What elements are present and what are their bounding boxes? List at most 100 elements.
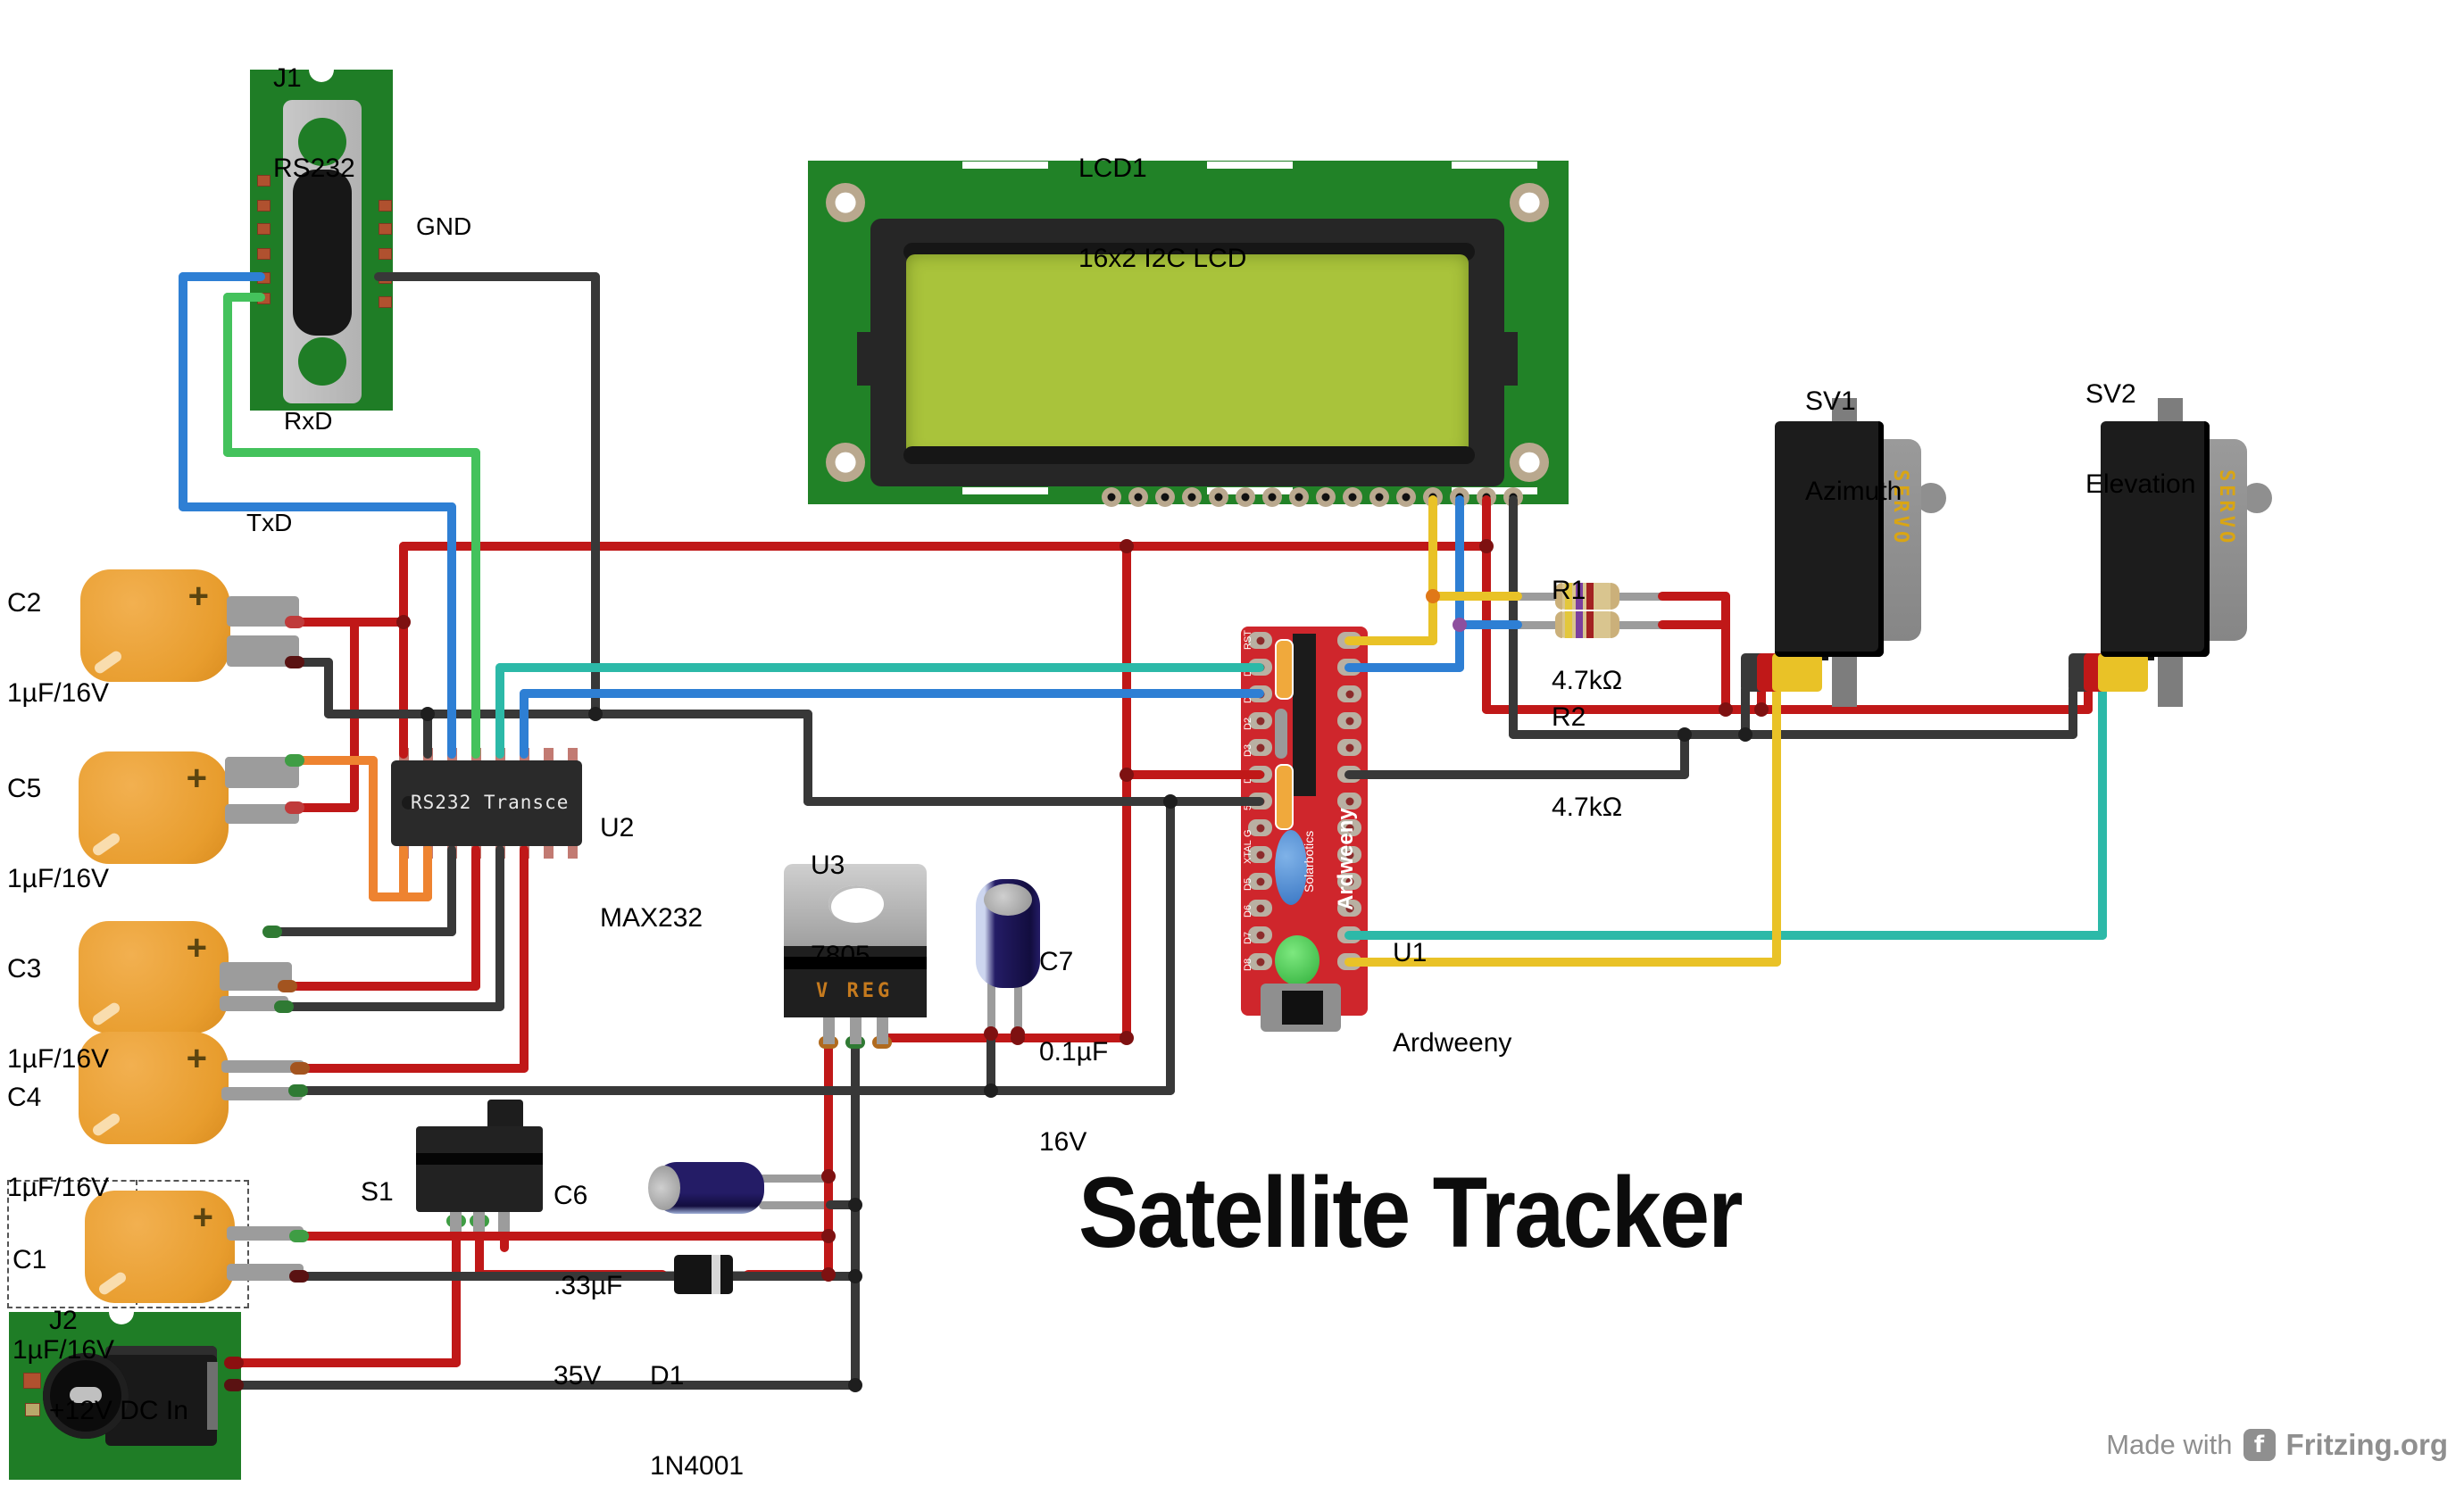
wire-segment-red[interactable] xyxy=(1658,620,1730,629)
resistor-r2[interactable] xyxy=(1555,611,1619,638)
wire-segment-black[interactable] xyxy=(1509,730,2077,739)
wire-segment-black[interactable] xyxy=(1344,770,1689,779)
u1-pad-left-XTAL[interactable] xyxy=(1248,846,1272,863)
wire-segment-yellow[interactable] xyxy=(1344,958,1781,967)
wire-segment-orange[interactable] xyxy=(399,845,408,901)
wire-segment-orange[interactable] xyxy=(290,756,378,765)
wire-segment-black[interactable] xyxy=(447,845,456,936)
wire-segment-red[interactable] xyxy=(1122,770,1264,779)
sv2-body[interactable] xyxy=(2101,421,2210,657)
wire-segment-yellow[interactable] xyxy=(1428,592,1522,601)
wire-segment-black[interactable] xyxy=(290,658,333,667)
wire-segment-teal[interactable] xyxy=(495,663,1264,672)
wire-segment-black[interactable] xyxy=(1741,685,1750,739)
wire-segment-green[interactable] xyxy=(223,293,232,457)
wire-segment-black[interactable] xyxy=(826,1200,860,1209)
tantalum-c1[interactable]: + xyxy=(85,1191,235,1303)
u1-pad-left-D8[interactable] xyxy=(1248,953,1272,970)
sv1-body[interactable] xyxy=(1775,421,1884,657)
tantalum-c3[interactable]: + xyxy=(79,921,229,1034)
wire-segment-yellow[interactable] xyxy=(1344,636,1437,645)
wire-segment-blue[interactable] xyxy=(520,689,529,759)
u1-pad-right-AR[interactable] xyxy=(1337,819,1361,836)
u1-pad-left-D3[interactable] xyxy=(1248,739,1272,756)
wire-segment-black[interactable] xyxy=(591,272,600,718)
wire-segment-blue[interactable] xyxy=(1455,620,1522,629)
u2-max232-chip[interactable]: RS232 Transce xyxy=(391,760,582,846)
wire-segment-blue[interactable] xyxy=(447,502,456,759)
u1-pad-left-G[interactable] xyxy=(1248,819,1272,836)
lcd-pin-pad-2[interactable] xyxy=(1128,487,1148,507)
lcd-pin-pad-4[interactable] xyxy=(1182,487,1202,507)
u1-pad-left-D7[interactable] xyxy=(1248,926,1272,943)
wire-segment-red[interactable] xyxy=(1658,592,1730,601)
wire-segment-teal[interactable] xyxy=(1344,931,2107,940)
lcd-pin-pad-7[interactable] xyxy=(1262,487,1282,507)
resistor-r1[interactable] xyxy=(1555,583,1619,610)
wire-segment-red[interactable] xyxy=(296,1064,529,1073)
wire-segment-green[interactable] xyxy=(223,293,265,302)
wire-segment-black[interactable] xyxy=(803,710,812,806)
lcd-pin-pad-11[interactable] xyxy=(1369,487,1389,507)
u1-pad-right-Prg[interactable] xyxy=(1337,793,1361,809)
wire-segment-red[interactable] xyxy=(1757,685,1766,714)
wire-segment-yellow[interactable] xyxy=(2098,653,2148,692)
tantalum-c2[interactable]: + xyxy=(80,569,230,682)
wire-segment-red[interactable] xyxy=(1482,495,1491,714)
wire-segment-black[interactable] xyxy=(1680,730,1689,779)
wire-segment-green[interactable] xyxy=(223,448,480,457)
wire-segment-red[interactable] xyxy=(475,1216,484,1279)
wire-segment-blue[interactable] xyxy=(179,272,187,511)
tantalum-c5[interactable]: + xyxy=(79,751,229,864)
u1-pad-right-A2[interactable] xyxy=(1337,712,1361,729)
lcd-pin-pad-1[interactable] xyxy=(1102,487,1121,507)
wire-segment-red[interactable] xyxy=(2084,685,2093,714)
wire-segment-black[interactable] xyxy=(374,272,600,281)
lcd-pin-pad-9[interactable] xyxy=(1316,487,1336,507)
d1-diode[interactable] xyxy=(674,1255,733,1294)
wire-segment-blue[interactable] xyxy=(179,272,265,281)
lcd-pin-pad-6[interactable] xyxy=(1236,487,1255,507)
lcd-pin-pad-8[interactable] xyxy=(1289,487,1309,507)
wire-segment-yellow[interactable] xyxy=(1428,495,1437,645)
wire-segment-black[interactable] xyxy=(495,845,504,1011)
s1-body[interactable] xyxy=(416,1126,543,1212)
wire-segment-blue[interactable] xyxy=(1455,495,1464,672)
wire-segment-yellow[interactable] xyxy=(1772,685,1781,967)
wire-segment-red[interactable] xyxy=(399,542,408,759)
wire-segment-black[interactable] xyxy=(229,1381,860,1390)
tantalum-c4[interactable]: + xyxy=(79,1032,229,1144)
wire-segment-orange[interactable] xyxy=(369,756,378,901)
wire-segment-teal[interactable] xyxy=(495,663,504,759)
wire-segment-black[interactable] xyxy=(851,1035,860,1390)
wire-segment-orange[interactable] xyxy=(423,845,432,901)
u1-pad-left-D6[interactable] xyxy=(1248,900,1272,917)
u1-icsp-header[interactable] xyxy=(1293,634,1316,796)
wire-segment-red[interactable] xyxy=(878,1034,1131,1042)
wire-segment-black[interactable] xyxy=(324,710,812,718)
u1-pad-left-RST[interactable] xyxy=(1248,632,1272,649)
u1-pad-left-D5[interactable] xyxy=(1248,873,1272,890)
wire-segment-red[interactable] xyxy=(399,542,1491,551)
lcd-pin-pad-5[interactable] xyxy=(1209,487,1228,507)
lcd-pin-pad-12[interactable] xyxy=(1396,487,1416,507)
wire-segment-teal[interactable] xyxy=(2098,685,2107,940)
wire-segment-red[interactable] xyxy=(290,618,408,627)
wire-segment-green[interactable] xyxy=(471,448,480,759)
u1-pad-left-D2[interactable] xyxy=(1248,712,1272,729)
u1-reset-button-cap[interactable] xyxy=(1282,991,1323,1025)
wire-segment-red[interactable] xyxy=(452,1216,461,1367)
lcd-pin-pad-10[interactable] xyxy=(1343,487,1362,507)
wire-segment-red[interactable] xyxy=(229,1358,461,1367)
wire-segment-black[interactable] xyxy=(986,1026,995,1095)
wire-segment-red[interactable] xyxy=(1482,705,2093,714)
wire-segment-black[interactable] xyxy=(324,658,333,718)
wire-segment-black[interactable] xyxy=(268,927,456,936)
wire-segment-yellow[interactable] xyxy=(1772,653,1822,692)
wire-segment-red[interactable] xyxy=(471,845,480,991)
wire-segment-red[interactable] xyxy=(824,1035,833,1279)
wire-segment-red[interactable] xyxy=(500,1216,509,1252)
wire-segment-blue[interactable] xyxy=(520,689,1264,698)
wire-segment-black[interactable] xyxy=(295,1272,860,1281)
u1-pad-right-A3[interactable] xyxy=(1337,685,1361,702)
